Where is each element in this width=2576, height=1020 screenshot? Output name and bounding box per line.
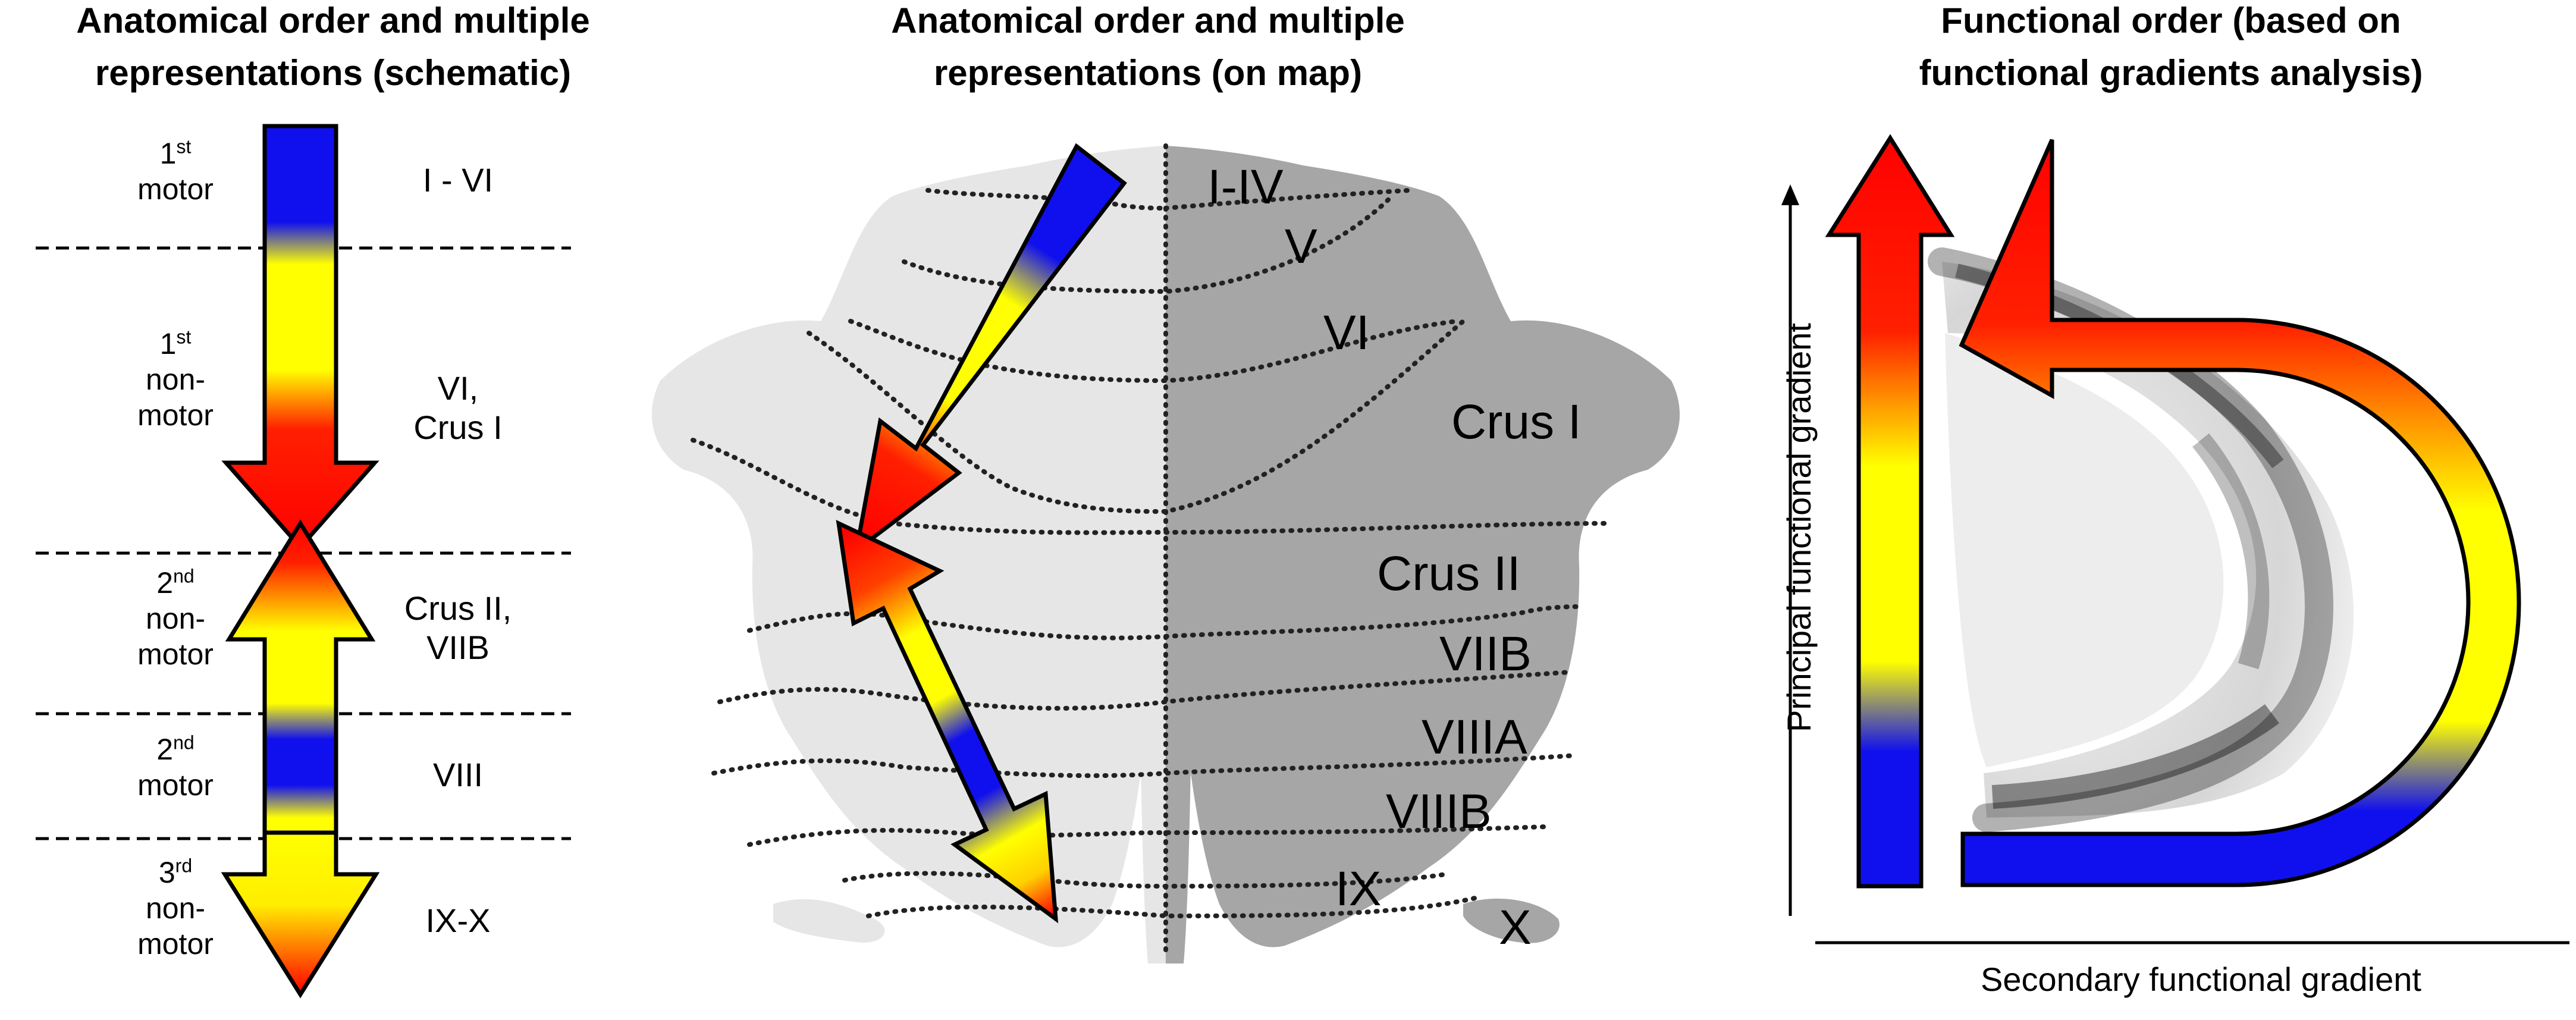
row2-region: VI, Crus I [413, 369, 503, 446]
curved-gradient-arrow [1959, 139, 2521, 887]
map-arrow-down [853, 143, 1127, 555]
schematic-title-line1: Anatomical order and multiple [76, 1, 590, 40]
row5-region: IX-X [425, 902, 491, 939]
schematic-title-line2: representations (schematic) [95, 53, 572, 93]
principal-gradient-arrow [1825, 134, 1955, 889]
row1-kind: 1st motor [137, 136, 214, 206]
row2-kind: 1st non- motor [137, 326, 214, 432]
row5-kind: 3rd non- motor [137, 855, 214, 961]
map-arrow-bidirectional [836, 520, 1059, 924]
map-label-VIIB: VIIB [1439, 627, 1532, 681]
map-title-line1: Anatomical order and multiple [891, 1, 1405, 40]
plot-axes [1781, 184, 2569, 944]
map-label-VIIIA: VIIIA [1422, 710, 1527, 764]
map-label-Crus-II: Crus II [1377, 547, 1521, 601]
schematic-arrow-down-3 [221, 830, 380, 999]
ylabel: Principal functional gradient [1780, 323, 1818, 732]
map-title-line2: representations (on map) [933, 53, 1363, 93]
row4-kind: 2nd motor [137, 732, 214, 802]
map-label-V: V [1285, 219, 1317, 274]
functional-title-line1: Functional order (based on [1941, 1, 2401, 40]
functional-title-line2: functional gradients analysis) [1919, 53, 2423, 93]
row3-kind: 2nd non- motor [137, 565, 214, 671]
map-label-X: X [1499, 900, 1532, 955]
map-label-I-IV: I-IV [1207, 160, 1284, 214]
cerebellum-shape [651, 146, 1680, 963]
schematic-arrow-down-1 [221, 124, 379, 551]
map-label-IX: IX [1335, 862, 1382, 916]
map-label-VIIIB: VIIIB [1386, 784, 1492, 839]
xlabel: Secondary functional gradient [1981, 961, 2421, 998]
row1-region: I - VI [422, 161, 494, 199]
row3-region: Crus II, VIIB [404, 589, 512, 666]
row4-region: VIII [432, 756, 484, 793]
map-label-VI: VI [1323, 306, 1370, 360]
map-label-Crus-I: Crus I [1451, 395, 1582, 449]
